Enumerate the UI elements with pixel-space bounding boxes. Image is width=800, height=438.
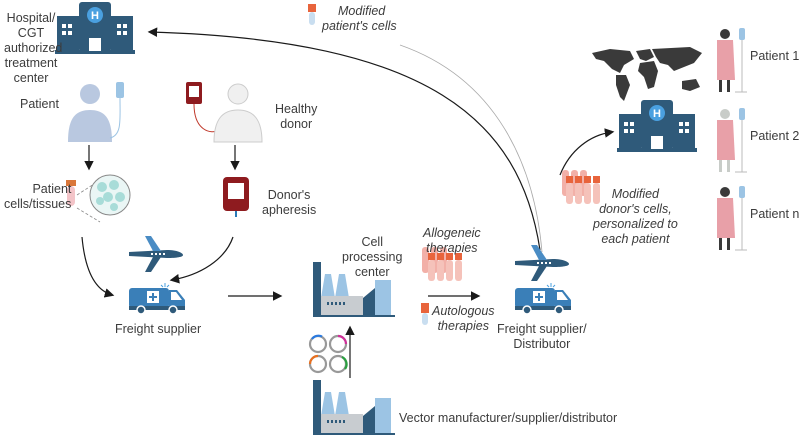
patient-n-label: Patient n [750,207,800,221]
hospital-building-icon: H [55,2,135,54]
freight-distributor-label: Freight supplier/Distributor [497,322,587,351]
cells-magnified-icon [89,174,131,216]
plasmid-vector-icon [308,334,348,374]
freight-supplier-label: Freight supplier [115,322,202,336]
ambulance-van-icon [515,283,571,315]
factory-icon [313,380,395,435]
arrow-to-world-hospital [559,128,615,176]
arrow-grey-arc [399,44,543,253]
patient-n-figure-icon [717,186,747,251]
sample-tube-icon [308,4,316,25]
donor-figure-icon [186,82,263,143]
svg-text:H: H [91,10,99,22]
patient-label: Patient [20,97,59,111]
patient-1-figure-icon [717,28,747,93]
world-map-icon [592,47,702,101]
hospital-building-icon: H [617,100,697,152]
sample-tube-icon [66,180,76,206]
vector-manufacturer-label: Vector manufacturer/supplier/distributor [399,411,618,425]
patient-figure-icon [68,82,124,142]
factory-icon [313,262,395,317]
arrow-donor-to-freight [169,236,234,284]
airplane-icon [129,236,183,272]
allogeneic-tubes-icon [422,247,462,281]
ambulance-van-icon [129,283,185,315]
arrow-to-hospital [147,27,541,251]
svg-text:H: H [653,108,661,120]
patient-2-label: Patient 2 [750,129,800,143]
patient-2-figure-icon [717,108,747,173]
blood-bag-icon [223,177,249,217]
sample-tube-icon [421,303,429,325]
airplane-icon [515,245,569,281]
modified-donor-tubes-icon [562,170,600,204]
patient-1-label: Patient 1 [750,49,800,63]
arrow-cells-to-freight [81,236,115,298]
